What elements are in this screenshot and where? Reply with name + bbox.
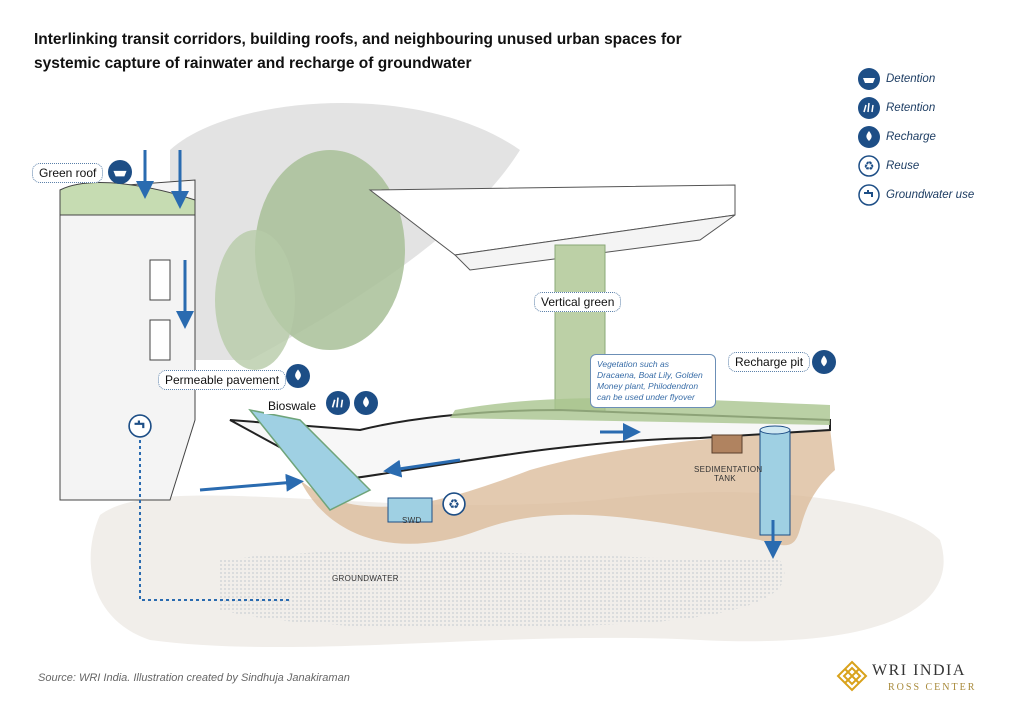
detention-icon — [108, 160, 132, 184]
label-swd: SWD — [402, 516, 422, 525]
groundwater-dots — [220, 551, 785, 628]
label-vertical-green: Vertical green — [534, 292, 622, 312]
legend-item-reuse: ♻ Reuse — [858, 151, 1018, 180]
recharge-icon — [858, 125, 880, 148]
recharge-pit — [759, 429, 791, 536]
reuse-icon: ♻ — [442, 492, 466, 516]
label-recharge-pit: Recharge pit — [728, 352, 811, 372]
brand-subtitle: ROSS CENTER — [888, 682, 977, 693]
retention-icon — [858, 96, 880, 119]
legend: Detention Retention Recharge ♻ Reuse Gro… — [858, 64, 1018, 209]
legend-label: Recharge — [886, 130, 936, 143]
legend-item-retention: Retention — [858, 93, 1018, 122]
svg-text:♻: ♻ — [864, 159, 875, 173]
recharge-icon — [354, 391, 378, 415]
source-credit: Source: WRI India. Illustration created … — [38, 672, 350, 684]
title-line-2: systemic capture of rainwater and rechar… — [34, 55, 472, 72]
title-line-1: Interlinking transit corridors, building… — [34, 31, 682, 48]
page-title: Interlinking transit corridors, building… — [34, 28, 734, 76]
reuse-icon: ♻ — [858, 154, 880, 177]
legend-label: Detention — [886, 72, 936, 85]
legend-item-groundwater-use: Groundwater use — [858, 180, 1018, 209]
vegetation-note: Vegetation such as Dracaena, Boat Lily, … — [590, 354, 716, 408]
legend-label: Reuse — [886, 159, 920, 172]
label-permeable-pavement: Permeable pavement — [158, 370, 287, 390]
label-tank: TANK — [714, 474, 736, 483]
soil-section — [300, 428, 835, 546]
label-groundwater: GROUNDWATER — [332, 574, 399, 583]
label-sedimentation: SEDIMENTATION — [694, 465, 763, 474]
flow-arrows — [136, 150, 782, 559]
svg-text:♻: ♻ — [448, 496, 460, 511]
retention-icon — [326, 391, 350, 415]
groundwater-use-icon — [858, 183, 880, 206]
building — [59, 179, 196, 501]
planting-strip — [450, 398, 830, 425]
detention-icon — [858, 67, 880, 90]
label-bioswale: Bioswale — [264, 398, 321, 414]
legend-label: Retention — [886, 101, 936, 114]
recharge-icon — [286, 364, 310, 388]
brand-name: WRI INDIA — [872, 662, 966, 679]
label-green-roof: Green roof — [32, 163, 104, 183]
groundwater-use-icon — [128, 414, 152, 438]
wri-logo-icon — [836, 660, 868, 692]
legend-item-recharge: Recharge — [858, 122, 1018, 151]
flyover — [368, 184, 736, 426]
tree-canopy-2 — [215, 230, 295, 370]
recharge-icon — [812, 350, 836, 374]
sedimentation-tank — [711, 434, 743, 454]
groundwater-pipe — [139, 440, 290, 601]
legend-label: Groundwater use — [886, 188, 975, 201]
legend-item-detention: Detention — [858, 64, 1018, 93]
road — [229, 408, 831, 482]
swd-box — [387, 497, 433, 523]
